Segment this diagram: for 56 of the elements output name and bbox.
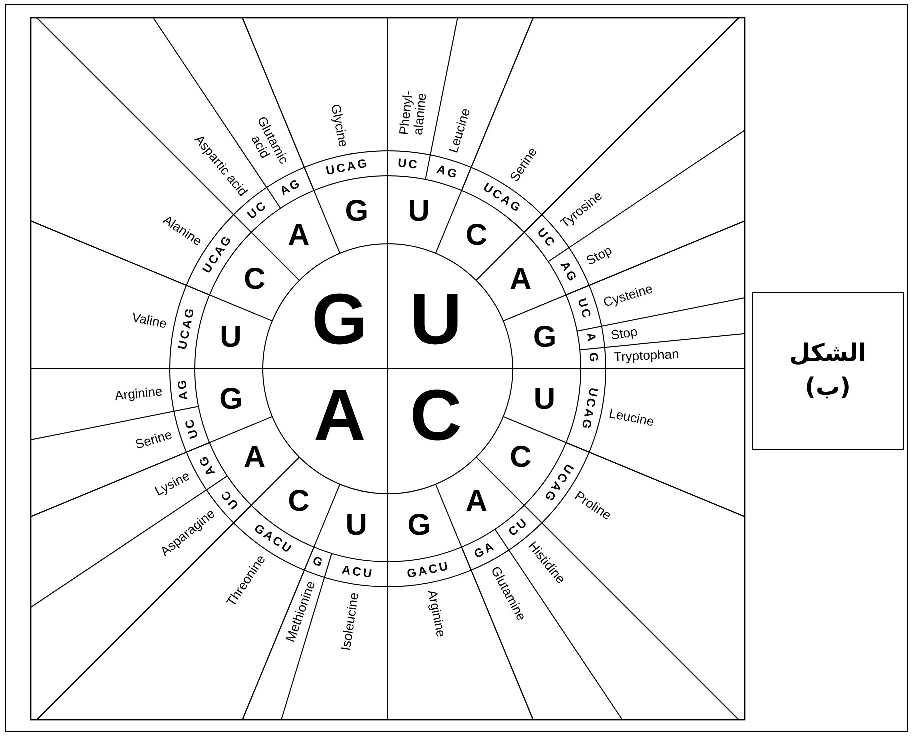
amino-acid-label: Arginine: [114, 384, 164, 402]
amino-acid-label: Serine: [133, 428, 174, 452]
amino-acid-label: Valine: [130, 311, 168, 332]
base-letter: G: [345, 196, 369, 228]
codon-letters: AG: [196, 452, 218, 478]
base-letter: A: [244, 442, 266, 474]
codon-letters: ACU: [341, 563, 375, 581]
amino-acid-label: Leucine: [608, 406, 656, 429]
base-letter: U: [410, 282, 462, 358]
codon-letters: UC: [576, 297, 594, 322]
amino-acid-label: Tryptophan: [613, 348, 680, 365]
base-letter: A: [314, 379, 366, 455]
amino-acid-label: Cysteine: [602, 282, 655, 310]
codon-letters: UCAG: [326, 156, 371, 178]
codon-letters: AG: [176, 377, 191, 400]
codon-letters: UC: [246, 198, 270, 222]
codon-letters: UC: [397, 156, 420, 172]
codon-letters: UCAG: [176, 306, 198, 352]
amino-acid-label: Isoleucine: [339, 592, 362, 652]
amino-acid-label: Stop: [584, 244, 614, 268]
amino-acid-label: Glycine: [328, 103, 351, 149]
base-letter: C: [510, 442, 532, 474]
base-letter: A: [466, 486, 488, 518]
base-letter: A: [288, 220, 310, 252]
amino-acid-label: Leucine: [446, 106, 474, 154]
codon-letters: AG: [278, 176, 304, 198]
codon-letters: CU: [506, 516, 531, 540]
figure-label-box: [752, 292, 904, 450]
base-letter: C: [466, 220, 488, 252]
codon-letters: UC: [218, 486, 241, 512]
codon-letters: AG: [558, 259, 580, 285]
base-letter: G: [408, 510, 432, 542]
codon-letters: GACU: [406, 560, 451, 581]
base-letter: C: [244, 264, 266, 296]
codon-letters: GA: [472, 539, 498, 561]
amino-acid-label: Stop: [610, 324, 639, 342]
base-letter: G: [533, 322, 557, 354]
codon-letters: UC: [535, 226, 559, 251]
base-letter: G: [312, 282, 368, 358]
base-letter: C: [288, 486, 310, 518]
codon-letters: G: [586, 352, 600, 365]
base-letter: G: [220, 384, 243, 416]
figure-label: الشكل (ب): [788, 338, 868, 403]
base-letter: C: [410, 379, 462, 455]
codon-letters: AG: [435, 162, 460, 182]
amino-acid-label: Phenyl- alanine: [396, 89, 430, 138]
codon-letters: UCAG: [579, 386, 600, 432]
codon-letters: G: [311, 554, 326, 570]
base-letter: U: [534, 384, 556, 416]
codon-letters: A: [584, 332, 598, 345]
base-letter: U: [346, 510, 368, 542]
amino-acid-label: Arginine: [425, 589, 448, 639]
base-letter: A: [510, 264, 532, 296]
base-letter: U: [220, 322, 242, 354]
codon-letters: UC: [182, 416, 201, 440]
base-letter: U: [408, 196, 430, 228]
